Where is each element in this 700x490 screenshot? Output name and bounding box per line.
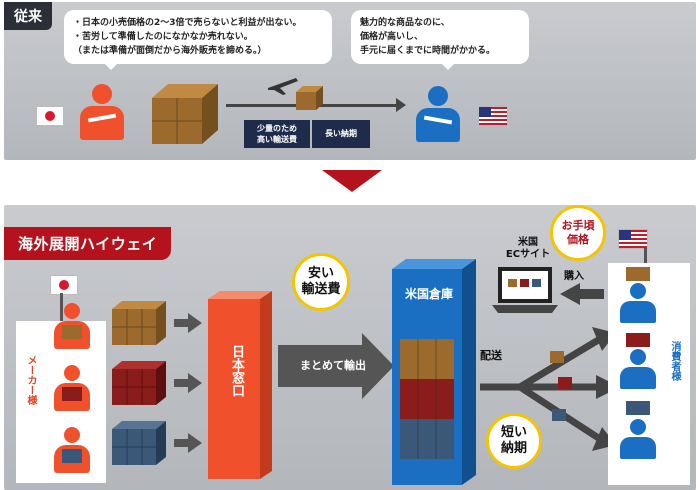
complaint-line: 手元に届くまでに時間がかかる。 [360,46,496,56]
highway-tag: 海外展開ハイウェイ [4,227,172,260]
cheap-shipping-callout: 安い 輸送費 [292,253,350,311]
label-line: ECサイト [505,249,551,260]
maker-complaint-bubble: ・日本の小売価格の2～3倍で売らないと利益が出ない。 ・苦労して準備したのになか… [64,10,332,70]
consumer-complaint-bubble: 魅力的な商品なのに、 価格が高いし、 手元に届くまでに時間がかかる。 [351,10,529,70]
japan-flag-icon [36,106,64,126]
callout-line: 安い [307,266,334,281]
japan-window-label: 日本窓口 [229,345,244,397]
red-cargo-icon [112,361,166,405]
high-shipping-cost-label: 少量のため 高い輸送費 [244,120,310,148]
japan-window-block [208,291,272,479]
maker-person-icon [54,427,90,473]
consumer-person-icon [620,333,656,389]
us-warehouse-label: 米国倉庫 [404,287,453,301]
callout-line: お手頃 [561,219,595,232]
label-line: 高い輸送費 [257,135,297,144]
troubled-consumer-icon [416,86,460,142]
label-line: 少量のため [257,124,297,133]
long-delivery-label: 長い納期 [312,120,370,148]
highway-panel: 海外展開ハイウェイ メーカー様 日本窓口 [4,205,696,490]
callout-line: 価格 [567,233,589,246]
delivery-label: 配送 [480,349,502,362]
consumer-label: 消費者様 [669,341,680,381]
purchase-arrow-icon [560,283,604,305]
ec-site-label: 米国 ECサイト [498,237,558,261]
label-line: 米国 [518,237,538,248]
maker-person-icon [54,365,90,411]
complaint-line: ・苦労して準備したのになかなか売れない。 [73,32,253,42]
gray-arrow-icon [174,313,202,333]
us-flag-icon [478,106,508,126]
complaint-line: 魅力的な商品なのに、 [360,18,450,28]
gray-arrow-icon [174,373,202,393]
us-warehouse-block [392,259,476,485]
japan-flag-icon [50,275,78,295]
us-flag-icon [618,229,648,249]
flag-pole [60,293,63,321]
maker-person-icon [54,303,90,349]
laptop-icon [492,267,558,313]
purchase-label: 購入 [564,271,584,282]
consolidate-label: まとめて輸出 [300,359,366,372]
large-cargo-icon [152,84,218,144]
worried-maker-icon [80,84,124,140]
brown-cargo-icon [112,301,166,345]
callout-line: 輸送費 [301,282,341,297]
callout-line: 短い [500,425,527,440]
airplane-icon [268,78,298,95]
consumer-person-icon [620,401,656,461]
conventional-tag: 従来 [4,2,52,30]
gray-arrow-icon [174,433,202,453]
maker-label: メーカー様 [25,355,36,405]
affordable-price-callout: お手頃 価格 [550,205,606,261]
conventional-panel: 従来 ・日本の小売価格の2～3倍で売らないと利益が出ない。 ・苦労して準備したの… [4,2,696,160]
complaint-line: ・日本の小売価格の2～3倍で売らないと利益が出ない。 [73,18,302,28]
consolidate-arrow-icon [278,333,394,399]
callout-line: 納期 [500,441,527,456]
transition-down-arrow-icon [322,170,382,192]
blue-cargo-icon [112,421,166,465]
complaint-line: （または準備が面倒だから海外販売を諦める。） [73,46,267,56]
consumer-person-icon [620,267,656,323]
short-delivery-callout: 短い 納期 [486,413,542,469]
complaint-line: 価格が高いし、 [360,32,424,42]
small-cargo-icon [296,86,323,110]
flag-pole [644,247,647,263]
